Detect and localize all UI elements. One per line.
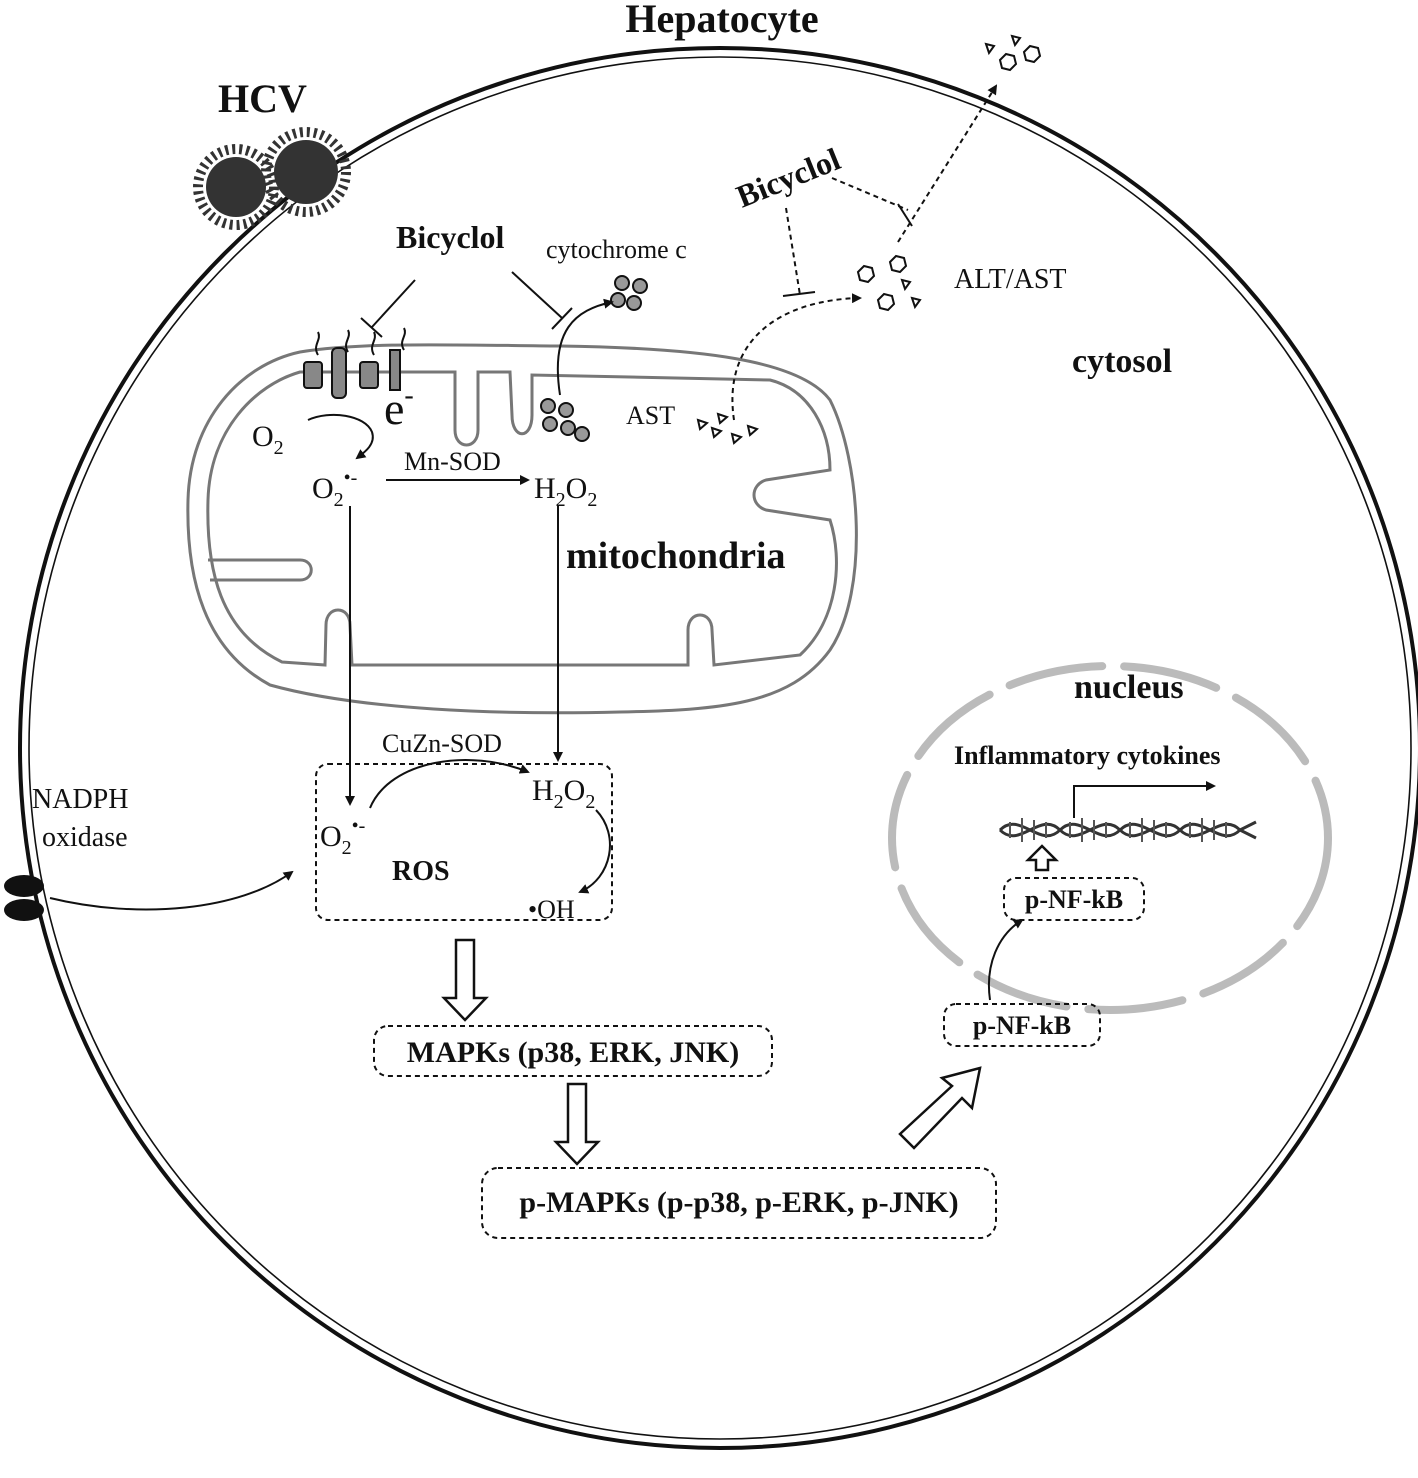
cytochrome-c-inside-icon [540,398,590,442]
nuclear-envelope [888,662,1332,1014]
electron-transfer-arrow [307,413,374,460]
nadph-oxidase-icon [4,875,44,921]
p-nfkb-cytosol-box [943,1003,1101,1047]
p-nfkb-cytosol-label: p-NF-kB [973,1011,1071,1040]
dna-helix-icon [998,818,1257,842]
cuzn-sod-arrow [369,759,530,809]
mitochondrion [186,343,858,715]
mitochondria-label: mitochondria [566,535,786,577]
bicyclol-inhibition-cytochrome [511,271,573,330]
bicyclol-inhibition-ast-release [782,207,816,297]
ros-to-mapks-arrow [441,938,489,1022]
nadph-oxidase-label: NADPH oxidase [32,784,135,853]
ros-box [315,763,613,921]
cytochrome-c-release-arrow [556,298,614,396]
inflammatory-cytokines-label: Inflammatory cytokines [954,741,1220,770]
cytosol-label: cytosol [1072,343,1172,380]
ast-enzyme-icon [696,412,759,445]
pnfkb-to-dna-arrow [1024,844,1060,872]
cell-membrane [18,46,1418,1450]
p-nfkb-nucleus-box [1003,877,1145,921]
superoxide-ros-label: O2•- [320,815,365,859]
nucleus-label: nucleus [1074,669,1184,706]
p-mapks-label: p-MAPKs (p-p38, p-ERK, p-JNK) [519,1186,958,1219]
hcv-virus-icon [193,127,351,230]
bicyclol-left-label: Bicyclol [396,219,505,255]
mapks-label: MAPKs (p38, ERK, JNK) [407,1036,740,1069]
pnfkb-import-arrow [988,918,1024,1001]
h2o2-mito-label: H2O2 [534,472,597,511]
cytochrome-c-outside-icon [610,275,648,311]
p-mapks-box [481,1167,997,1239]
mn-sod-label: Mn-SOD [404,447,501,476]
ros-label: ROS [392,856,450,887]
alt-ast-release-arrow [897,84,998,243]
hcv-label: HCV [218,76,307,121]
alt-ast-label: ALT/AST [954,264,1067,295]
bicyclol-inhibition-alt-ast-release [831,177,913,227]
hepatocyte-title: Hepatocyte [625,0,818,41]
ast-release-arrow [731,293,862,421]
cuzn-sod-label: CuZn-SOD [382,729,502,758]
nadph-to-ros-arrow [49,870,294,911]
hydroxyl-label: •OH [528,895,575,924]
transcription-arrow [1073,781,1216,818]
superoxide-mito-label: O2•- [312,467,357,511]
h2o2-ros-label: H2O2 [532,774,595,813]
mapks-box [373,1025,773,1077]
alt-ast-enzyme-icon [856,254,922,312]
ast-label: AST [626,401,675,430]
hydroxyl-formation-arrow [578,809,611,894]
electron-label: e- [384,380,414,434]
bicyclol-right-label: Bicyclol [731,140,845,214]
p-nfkb-nucleus-label: p-NF-kB [1025,885,1123,914]
oxygen-label: O2 [252,420,284,459]
mapks-to-pmapks-arrow [553,1082,601,1166]
pmapks-to-pnfkb-arrow [898,1066,982,1150]
released-enzyme-icon [984,34,1042,72]
electron-transport-chain-icon [303,327,406,399]
cytochrome-c-label: cytochrome c [546,235,687,264]
bicyclol-inhibition-etc [360,279,416,338]
